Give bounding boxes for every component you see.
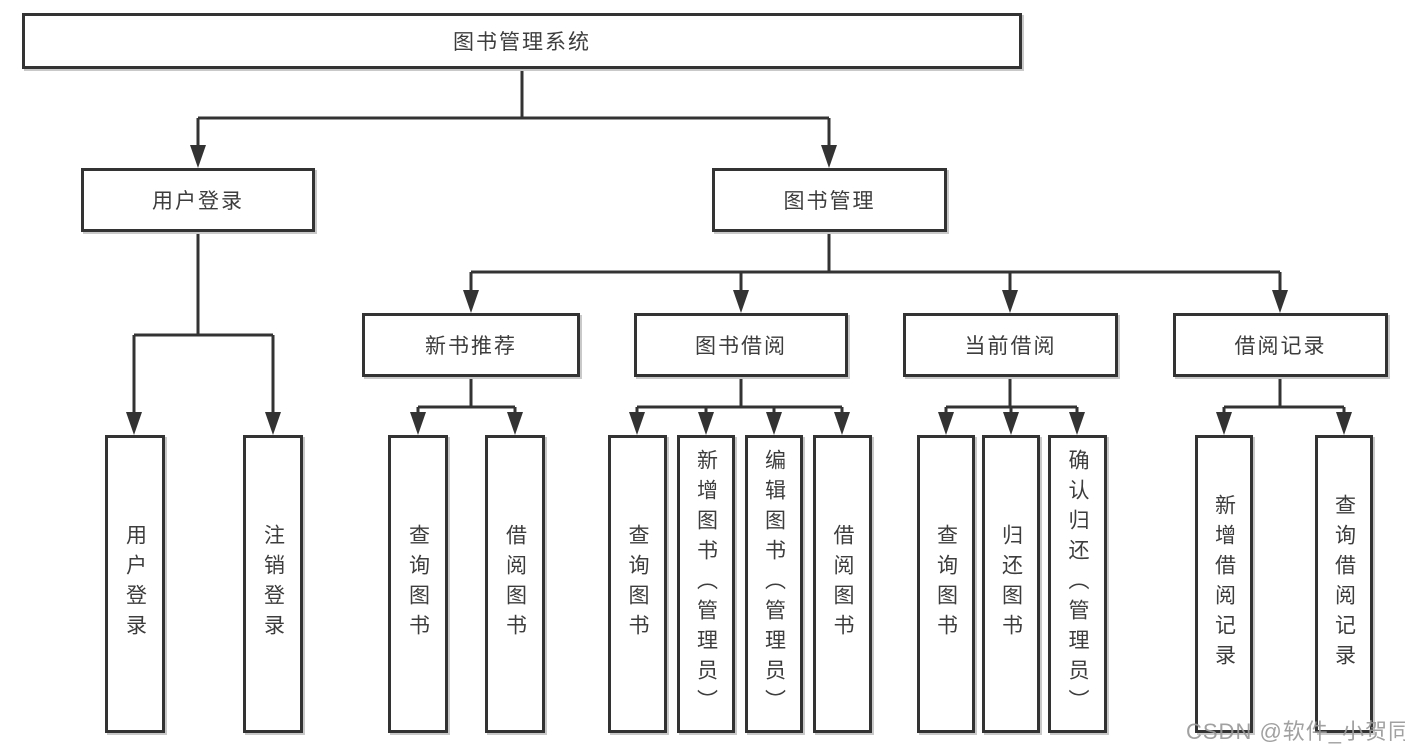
leaf-query-books-borrow: 查询图书 <box>608 435 667 733</box>
node-new-book-recommend: 新书推荐 <box>362 313 580 377</box>
leaf-query-borrow-record: 查询借阅记录 <box>1315 435 1373 733</box>
node-current-borrowing-label: 当前借阅 <box>964 335 1057 358</box>
node-new-book-recommend-label: 新书推荐 <box>425 335 517 358</box>
leaf-add-borrow-record-label: 新增借阅记录 <box>1212 494 1236 674</box>
leaf-return-books-label: 归还图书 <box>999 524 1023 644</box>
node-book-borrowing: 图书借阅 <box>634 313 848 377</box>
node-borrowing-records: 借阅记录 <box>1173 313 1388 377</box>
leaf-return-books: 归还图书 <box>982 435 1040 733</box>
leaf-confirm-return-admin: 确认归还（管理员） <box>1048 435 1107 733</box>
leaf-confirm-return-admin-label: 确认归还（管理员） <box>1066 449 1089 719</box>
node-borrowing-records-label: 借阅记录 <box>1234 335 1327 358</box>
leaf-add-books-admin-label: 新增图书（管理员） <box>694 449 718 719</box>
node-library-management-system: 图书管理系统 <box>22 13 1022 69</box>
leaf-borrow-books: 借阅图书 <box>813 435 872 733</box>
leaf-add-borrow-record: 新增借阅记录 <box>1195 435 1253 733</box>
connector-lines <box>132 69 1346 414</box>
leaf-add-books-admin: 新增图书（管理员） <box>677 435 735 733</box>
leaf-user-login: 用户登录 <box>105 435 165 733</box>
leaf-query-books-recommend-label: 查询图书 <box>406 524 430 644</box>
node-book-borrowing-label: 图书借阅 <box>695 335 787 358</box>
leaf-borrow-books-recommend-label: 借阅图书 <box>503 524 527 644</box>
node-user-login-label: 用户登录 <box>152 190 244 213</box>
leaf-query-books-current: 查询图书 <box>917 435 975 733</box>
leaf-query-borrow-record-label: 查询借阅记录 <box>1332 494 1356 674</box>
leaf-query-books-current-label: 查询图书 <box>934 524 958 644</box>
connector-arrowheads <box>126 145 1352 435</box>
leaf-logout-label: 注销登录 <box>261 524 285 644</box>
node-user-login: 用户登录 <box>81 168 315 232</box>
leaf-query-books-recommend: 查询图书 <box>388 435 448 733</box>
node-current-borrowing: 当前借阅 <box>903 313 1118 377</box>
watermark-text: CSDN @软件_小贺同学 <box>1186 719 1405 744</box>
leaf-query-books-borrow-label: 查询图书 <box>626 524 649 644</box>
node-book-management-label: 图书管理 <box>783 190 876 213</box>
leaf-borrow-books-label: 借阅图书 <box>831 524 854 644</box>
leaf-edit-books-admin-label: 编辑图书（管理员） <box>762 449 786 719</box>
leaf-borrow-books-recommend: 借阅图书 <box>485 435 545 733</box>
node-library-management-system-label: 图书管理系统 <box>453 31 591 54</box>
leaf-user-login-label: 用户登录 <box>123 524 147 644</box>
leaf-logout: 注销登录 <box>243 435 303 733</box>
leaf-edit-books-admin: 编辑图书（管理员） <box>745 435 803 733</box>
node-book-management: 图书管理 <box>712 168 947 232</box>
